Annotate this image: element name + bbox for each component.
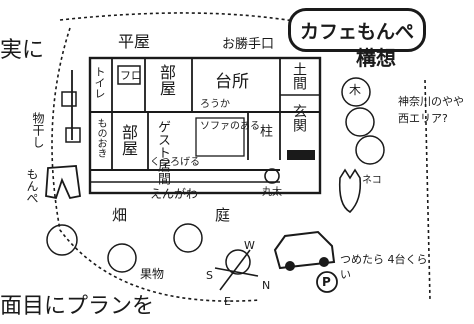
room-vertical-note: くつろげる: [150, 157, 200, 168]
parking-label: つめたら 4台くらい: [340, 253, 428, 282]
compass-n: N: [262, 279, 271, 292]
fruit-tree-icon: [46, 224, 78, 256]
site-boundary: [51, 12, 431, 302]
compass-s: S: [206, 269, 213, 282]
garden-label: 庭: [215, 206, 231, 224]
title-box: カフェもんぺ: [288, 8, 426, 52]
tree-icon: [341, 77, 371, 107]
title: カフェもんぺ: [299, 20, 414, 43]
entrance-step: [287, 150, 315, 160]
compass-w: W: [244, 239, 255, 252]
tree-icon: [355, 135, 385, 165]
bath-tub: [117, 65, 141, 85]
field-label: 畑: [112, 206, 128, 224]
room-doma: 土間: [291, 62, 307, 90]
room-kitchen: 台所: [215, 72, 249, 92]
compass-e: E: [224, 295, 231, 308]
cat-note: ネコ: [362, 175, 382, 186]
tree-icon: [345, 107, 375, 137]
house-label: 平屋: [118, 32, 151, 51]
tree-label: 木: [349, 83, 362, 97]
room-bath: フロ: [120, 69, 142, 82]
room-guest: ゲスト居間: [155, 120, 170, 185]
laundry-label: 物干し: [31, 112, 45, 148]
oven-note: お勝手口: [222, 37, 275, 52]
monpe-icon: [45, 165, 82, 200]
house-outline: [88, 56, 322, 195]
parking-symbol: P: [322, 275, 331, 289]
bottom-text: 面目にプランを: [0, 294, 155, 319]
room-pillar: 柱: [257, 124, 272, 137]
room-room2: 部屋: [119, 124, 138, 156]
region-label: 神奈川のやや西エリア?: [398, 95, 464, 125]
fruit-tree-icon: [225, 249, 251, 275]
room-toilet: トイレ: [93, 66, 106, 99]
room-storage: ものおき: [95, 118, 106, 158]
subtitle: 構想: [356, 46, 396, 70]
monpe-label: もんぺ: [25, 168, 39, 204]
car-icon: [273, 230, 336, 270]
fruit-tree-icon: [107, 243, 137, 273]
parking-sign-icon: [316, 271, 338, 293]
log-icon: [264, 168, 280, 184]
room-room1: 部屋: [157, 64, 176, 96]
fruit-tree-icon: [173, 223, 203, 253]
maruta-label: 丸太: [262, 187, 282, 198]
room-corridor: ろうか: [200, 99, 230, 110]
guest-room-box: [195, 117, 245, 157]
top-left-text: 実に: [0, 38, 45, 63]
room-sofa-note: ソファのある: [200, 121, 260, 132]
room-entrance: 玄関: [291, 104, 307, 132]
engawa-label: えんがわ: [150, 187, 199, 201]
fruit-label: 果物: [140, 267, 165, 281]
cat-icon: [338, 168, 362, 214]
